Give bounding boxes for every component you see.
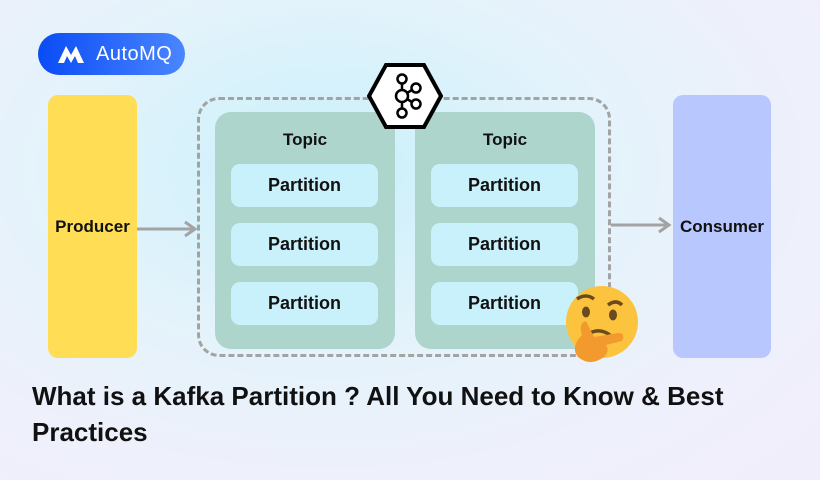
topic-box: Topic Partition Partition Partition xyxy=(415,112,595,349)
partition: Partition xyxy=(231,223,378,266)
thinking-face-icon xyxy=(566,286,638,362)
partition: Partition xyxy=(431,282,578,325)
producer-box: Producer xyxy=(48,95,137,358)
partition: Partition xyxy=(431,164,578,207)
topic-box: Topic Partition Partition Partition xyxy=(215,112,395,349)
partition: Partition xyxy=(231,164,378,207)
consumer-box: Consumer xyxy=(673,95,771,358)
brand-name: AutoMQ xyxy=(96,42,173,65)
automq-mark-icon xyxy=(58,46,84,63)
arrow-to-consumer-icon xyxy=(611,216,672,234)
topic-label: Topic xyxy=(282,130,328,149)
automq-logo: AutoMQ xyxy=(38,33,185,75)
arrow-to-broker-icon xyxy=(137,220,198,238)
topic-label: Topic xyxy=(482,130,528,149)
producer-label: Producer xyxy=(55,216,130,236)
kafka-logo-icon xyxy=(367,63,443,129)
partition: Partition xyxy=(231,282,378,325)
page-title: What is a Kafka Partition ? All You Need… xyxy=(32,381,724,447)
consumer-label: Consumer xyxy=(679,216,765,236)
partition: Partition xyxy=(431,223,578,266)
